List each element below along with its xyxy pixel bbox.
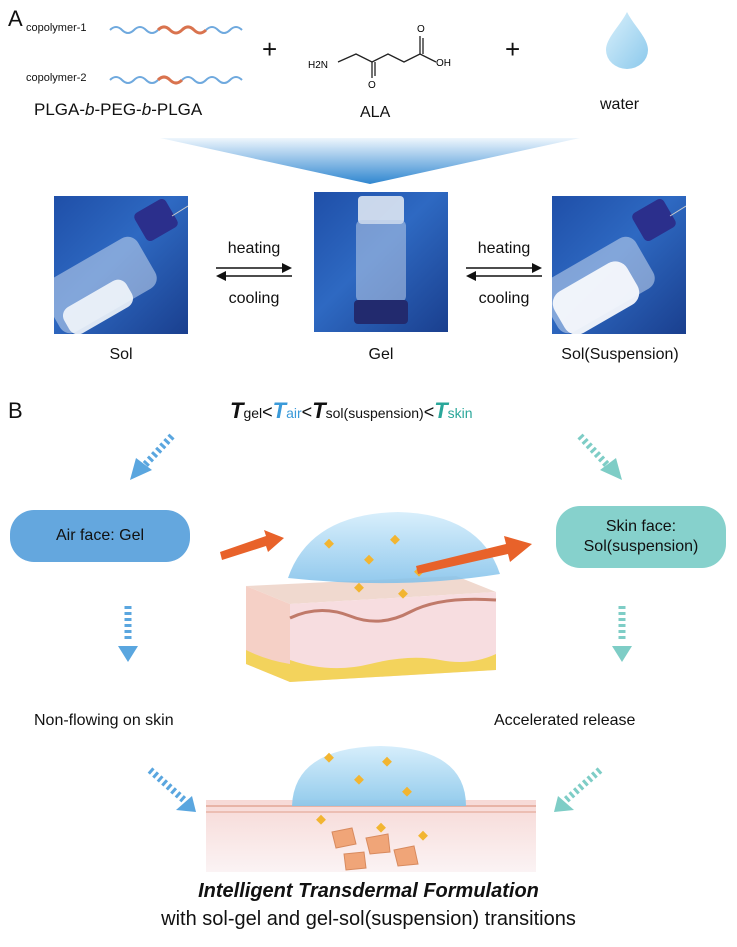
lt-1: <: [262, 402, 273, 422]
plus-sign-2: +: [505, 34, 521, 64]
ala-amine-label: H2N: [308, 60, 328, 71]
sol-vial-photo: [54, 196, 188, 334]
t-gel-sub: gel: [243, 405, 263, 421]
equilibrium-arrow-1: [216, 263, 292, 281]
air-face-pill: Air face: Gel: [10, 510, 190, 562]
t-symbol: T: [230, 398, 244, 423]
equilibrium-arrow-2: [466, 263, 542, 281]
temperature-inequality: Tgel<Tair<Tsol(suspension)<Tskin: [230, 398, 473, 424]
gel-vial-photo: [314, 192, 448, 332]
ala-ketone-label: O: [368, 80, 376, 90]
cooling-label-1: cooling: [228, 290, 280, 307]
lt-3: <: [423, 402, 435, 422]
t-symbol: T: [434, 398, 448, 423]
skin-block-illustration: [220, 512, 532, 682]
plus-sign-1: +: [262, 34, 278, 64]
funnel-shape: [160, 138, 580, 184]
copolymer-1-label: copolymer-1: [26, 22, 87, 34]
copolymer-2-label: copolymer-2: [26, 72, 87, 84]
formulation-subtitle: with sol-gel and gel-sol(suspension) tra…: [161, 908, 576, 930]
skin-face-pill: Skin face: Sol(suspension): [556, 506, 726, 568]
suspension-label: Sol(Suspension): [561, 346, 679, 363]
heating-label-1: heating: [227, 240, 281, 257]
suspension-vial-photo: [552, 196, 686, 334]
ala-hydroxyl-label: OH: [436, 58, 451, 69]
formulation-title: Intelligent Transdermal Formulation: [198, 880, 539, 902]
polymer-name: PLGA-b-PEG-b-PLGA: [34, 100, 203, 119]
water-drop-icon: [606, 12, 648, 69]
heating-label-2: heating: [477, 240, 531, 257]
skin-face-line-2: Sol(suspension): [583, 538, 699, 555]
gel-label: Gel: [368, 346, 394, 363]
t-air-sub: air: [286, 405, 302, 421]
non-flowing-label: Non-flowing on skin: [34, 712, 174, 729]
t-symbol: T: [272, 398, 287, 423]
t-skin-sub: skin: [447, 405, 473, 421]
skin-face-line-1: Skin face:: [605, 518, 677, 535]
copolymer-chains: [109, 25, 243, 85]
sol-label: Sol: [109, 346, 133, 363]
t-sol-sub: sol(suspension): [325, 405, 424, 421]
panel-a-label: A: [8, 6, 23, 31]
water-label: water: [600, 96, 640, 113]
panel-b-label: B: [8, 398, 23, 423]
ala-label: ALA: [360, 104, 391, 121]
skin-cross-section: [206, 746, 536, 872]
ala-carbonyl-label: O: [417, 24, 425, 35]
ala-structure: H2N O O OH: [308, 24, 451, 90]
lt-2: <: [301, 402, 313, 422]
t-symbol: T: [312, 398, 326, 423]
cooling-label-2: cooling: [478, 290, 530, 307]
accelerated-label: Accelerated release: [494, 712, 636, 729]
